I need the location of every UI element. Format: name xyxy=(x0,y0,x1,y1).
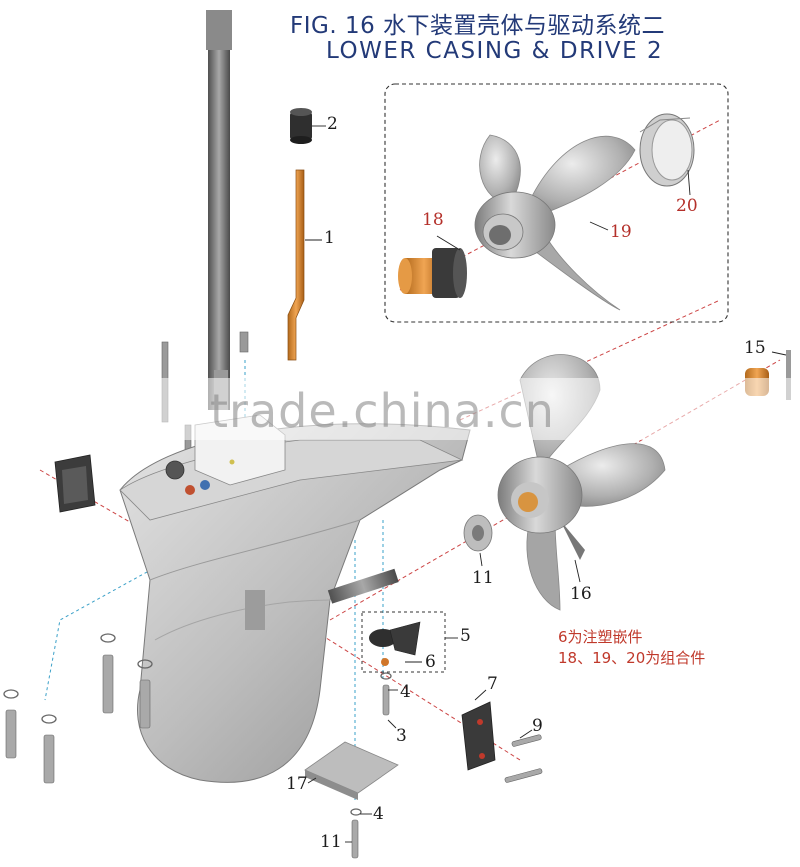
callout-6: 6 xyxy=(425,652,436,672)
callout-3: 3 xyxy=(396,726,407,746)
note-line-1: 6为注塑嵌件 xyxy=(558,628,643,646)
inset-box xyxy=(384,83,729,323)
anode-7 xyxy=(461,701,496,771)
callout-1: 1 xyxy=(324,228,335,248)
callout-11-lower: 11 xyxy=(320,832,342,852)
washer-11 xyxy=(463,514,493,552)
plate-17 xyxy=(304,741,399,800)
shift-rod-1 xyxy=(287,169,305,361)
callout-19: 19 xyxy=(610,222,632,242)
watermark-text: trade.china.cn xyxy=(210,384,555,438)
bolts xyxy=(5,654,543,859)
lower-casing xyxy=(119,414,471,783)
callout-15: 15 xyxy=(744,338,766,358)
note-line-2: 18、19、20为组合件 xyxy=(558,649,706,667)
callout-5: 5 xyxy=(460,626,471,646)
propeller-19 xyxy=(474,134,636,311)
callout-7: 7 xyxy=(487,674,498,694)
callout-9: 9 xyxy=(532,716,543,736)
callout-16: 16 xyxy=(570,584,592,604)
callout-18: 18 xyxy=(422,210,444,230)
trim-tab-5 xyxy=(369,621,421,666)
anode-8 xyxy=(54,454,96,513)
bushing-18 xyxy=(398,248,467,298)
drive-shaft xyxy=(206,10,232,410)
callout-2: 2 xyxy=(327,114,338,134)
watermark-band xyxy=(0,378,800,440)
leader-lines xyxy=(305,125,787,843)
washers xyxy=(3,633,392,816)
figure-title-cn: FIG. 16 水下装置壳体与驱动系统二 xyxy=(290,13,666,39)
callout-20: 20 xyxy=(676,196,698,216)
figure-title-en: LOWER CASING & DRIVE 2 xyxy=(326,38,664,64)
callout-11-upper: 11 xyxy=(472,568,494,588)
shift-boot-2 xyxy=(290,108,312,144)
thrust-washer-20 xyxy=(639,113,695,187)
callout-4-lower: 4 xyxy=(373,804,384,824)
callout-17: 17 xyxy=(286,774,308,794)
callout-4-upper: 4 xyxy=(400,682,411,702)
